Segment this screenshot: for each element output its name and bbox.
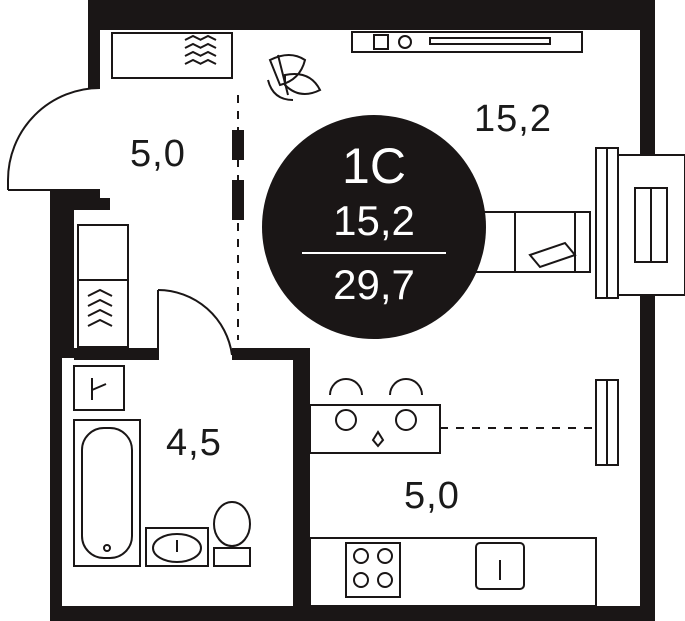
washing-machine-icon <box>73 365 125 411</box>
entrance-door-icon <box>7 87 101 191</box>
bathroom-door-icon <box>157 289 233 356</box>
walls <box>50 0 655 621</box>
apartment-type: 1С <box>342 138 406 194</box>
dining-table-icon <box>309 378 441 454</box>
tv-unit-icon <box>351 31 583 53</box>
total-area: 29,7 <box>333 261 415 308</box>
apartment-badge: 1С 15,2 29,7 <box>262 115 486 339</box>
living-area: 15,2 <box>333 197 415 244</box>
kitchen-counter-icon <box>309 537 597 607</box>
window-kitchen <box>595 379 619 466</box>
closet-icon <box>77 224 129 348</box>
room-area-living: 15,2 <box>474 98 552 140</box>
fraction-line <box>302 252 446 254</box>
room-area-hallway: 5,0 <box>130 133 186 175</box>
sink-icon <box>145 527 209 567</box>
wardrobe-icon <box>111 32 233 79</box>
sofa-icon <box>469 211 591 273</box>
room-area-kitchen: 5,0 <box>404 475 460 517</box>
room-area-bathroom: 4,5 <box>166 422 222 464</box>
toilet-icon <box>213 501 251 567</box>
zone-separators <box>237 95 596 429</box>
plant-icon <box>267 54 322 101</box>
bathtub-icon <box>73 419 141 567</box>
balcony <box>617 154 685 296</box>
window-living <box>595 147 619 299</box>
